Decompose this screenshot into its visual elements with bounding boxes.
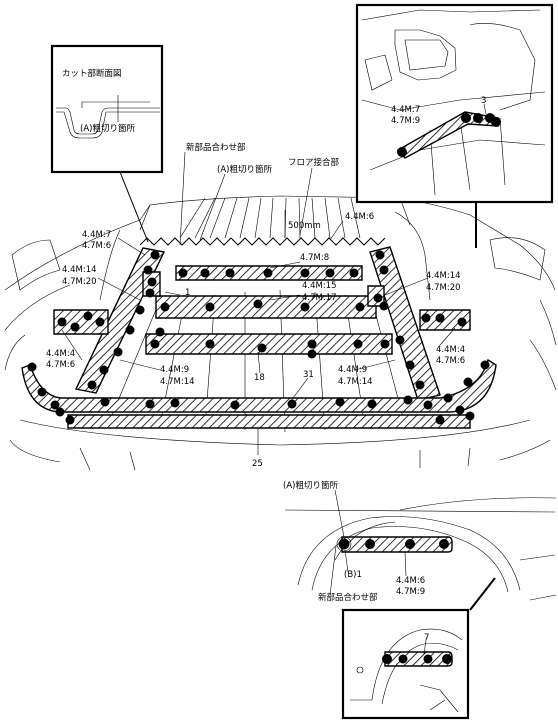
spec-left-lower-2: 4.7M:6 xyxy=(46,360,75,370)
spec-right-lower-1: 4.4M:4 xyxy=(436,345,465,355)
spec-center-left-low-2: 4.7M:14 xyxy=(160,377,195,387)
spec-rear-right-top: 4.4M:6 xyxy=(345,212,374,222)
part-3: 3 xyxy=(481,96,486,106)
label-floor-joint: フロア接合部 xyxy=(288,157,340,168)
spec-right-side-1: 4.4M:14 xyxy=(426,271,461,281)
spec-left-side-1: 4.4M:14 xyxy=(62,265,97,275)
spec-left-lower-1: 4.4M:4 xyxy=(46,349,75,359)
spec-right-lower-2: 4.7M:6 xyxy=(436,356,465,366)
spec-inset-top-2: 4.7M:9 xyxy=(391,116,420,126)
cut-section-frame xyxy=(50,44,164,174)
spec-center-right-low-1: 4.4M:9 xyxy=(338,365,367,375)
wheel-arch-drawing: (A)粗切り箇所 (B)1 新部品合わせ部 4.4M:6 4.7M:9 xyxy=(283,480,557,603)
label-rough-cut: (A)粗切り箇所 xyxy=(217,164,272,175)
spec-right-side-2: 4.7M:20 xyxy=(426,283,461,293)
part-31: 31 xyxy=(303,370,314,380)
spec-wheel-1: 4.4M:6 xyxy=(396,576,425,586)
floor-drawing: 新部品合わせ部 (A)粗切り箇所 フロア接合部 500mm 4.4M:7 4.7… xyxy=(4,142,557,471)
spec-center-left-low-1: 4.4M:9 xyxy=(160,365,189,375)
spec-rear-left-1: 4.4M:7 xyxy=(82,230,111,240)
cut-section-inset: カット部断面図 (A)粗切り箇所 xyxy=(50,44,164,243)
part-18: 18 xyxy=(254,373,265,383)
label-dimension: 500mm xyxy=(288,221,321,231)
spec-center-top: 4.7M:8 xyxy=(300,253,329,263)
label-new-parts-joint: 新部品合わせ部 xyxy=(186,142,246,153)
arch-detail-inset: 7 xyxy=(341,577,496,720)
part-7: 7 xyxy=(424,633,429,643)
cut-section-label: (A)粗切り箇所 xyxy=(80,123,135,134)
spec-left-side-2: 4.7M:20 xyxy=(62,277,97,287)
part-1-main: 1 xyxy=(185,288,190,298)
rear-detail-inset: 3 4.4M:7 4.7M:9 xyxy=(355,3,554,248)
wheel-new-parts-joint: 新部品合わせ部 xyxy=(318,592,378,603)
cut-section-title: カット部断面図 xyxy=(62,68,122,79)
rear-detail-frame xyxy=(355,3,554,204)
spec-center-mid-2: 4.7M:17 xyxy=(302,293,337,303)
part-25: 25 xyxy=(252,459,263,469)
spec-center-mid-1: 4.4M:15 xyxy=(302,281,337,291)
spec-inset-top-1: 4.4M:7 xyxy=(391,105,420,115)
wheel-b1: (B)1 xyxy=(344,570,362,580)
spec-wheel-2: 4.7M:9 xyxy=(396,587,425,597)
spec-center-right-low-2: 4.7M:14 xyxy=(338,377,373,387)
spec-rear-left-2: 4.7M:6 xyxy=(82,241,111,251)
wheel-rough-cut: (A)粗切り箇所 xyxy=(283,480,338,491)
